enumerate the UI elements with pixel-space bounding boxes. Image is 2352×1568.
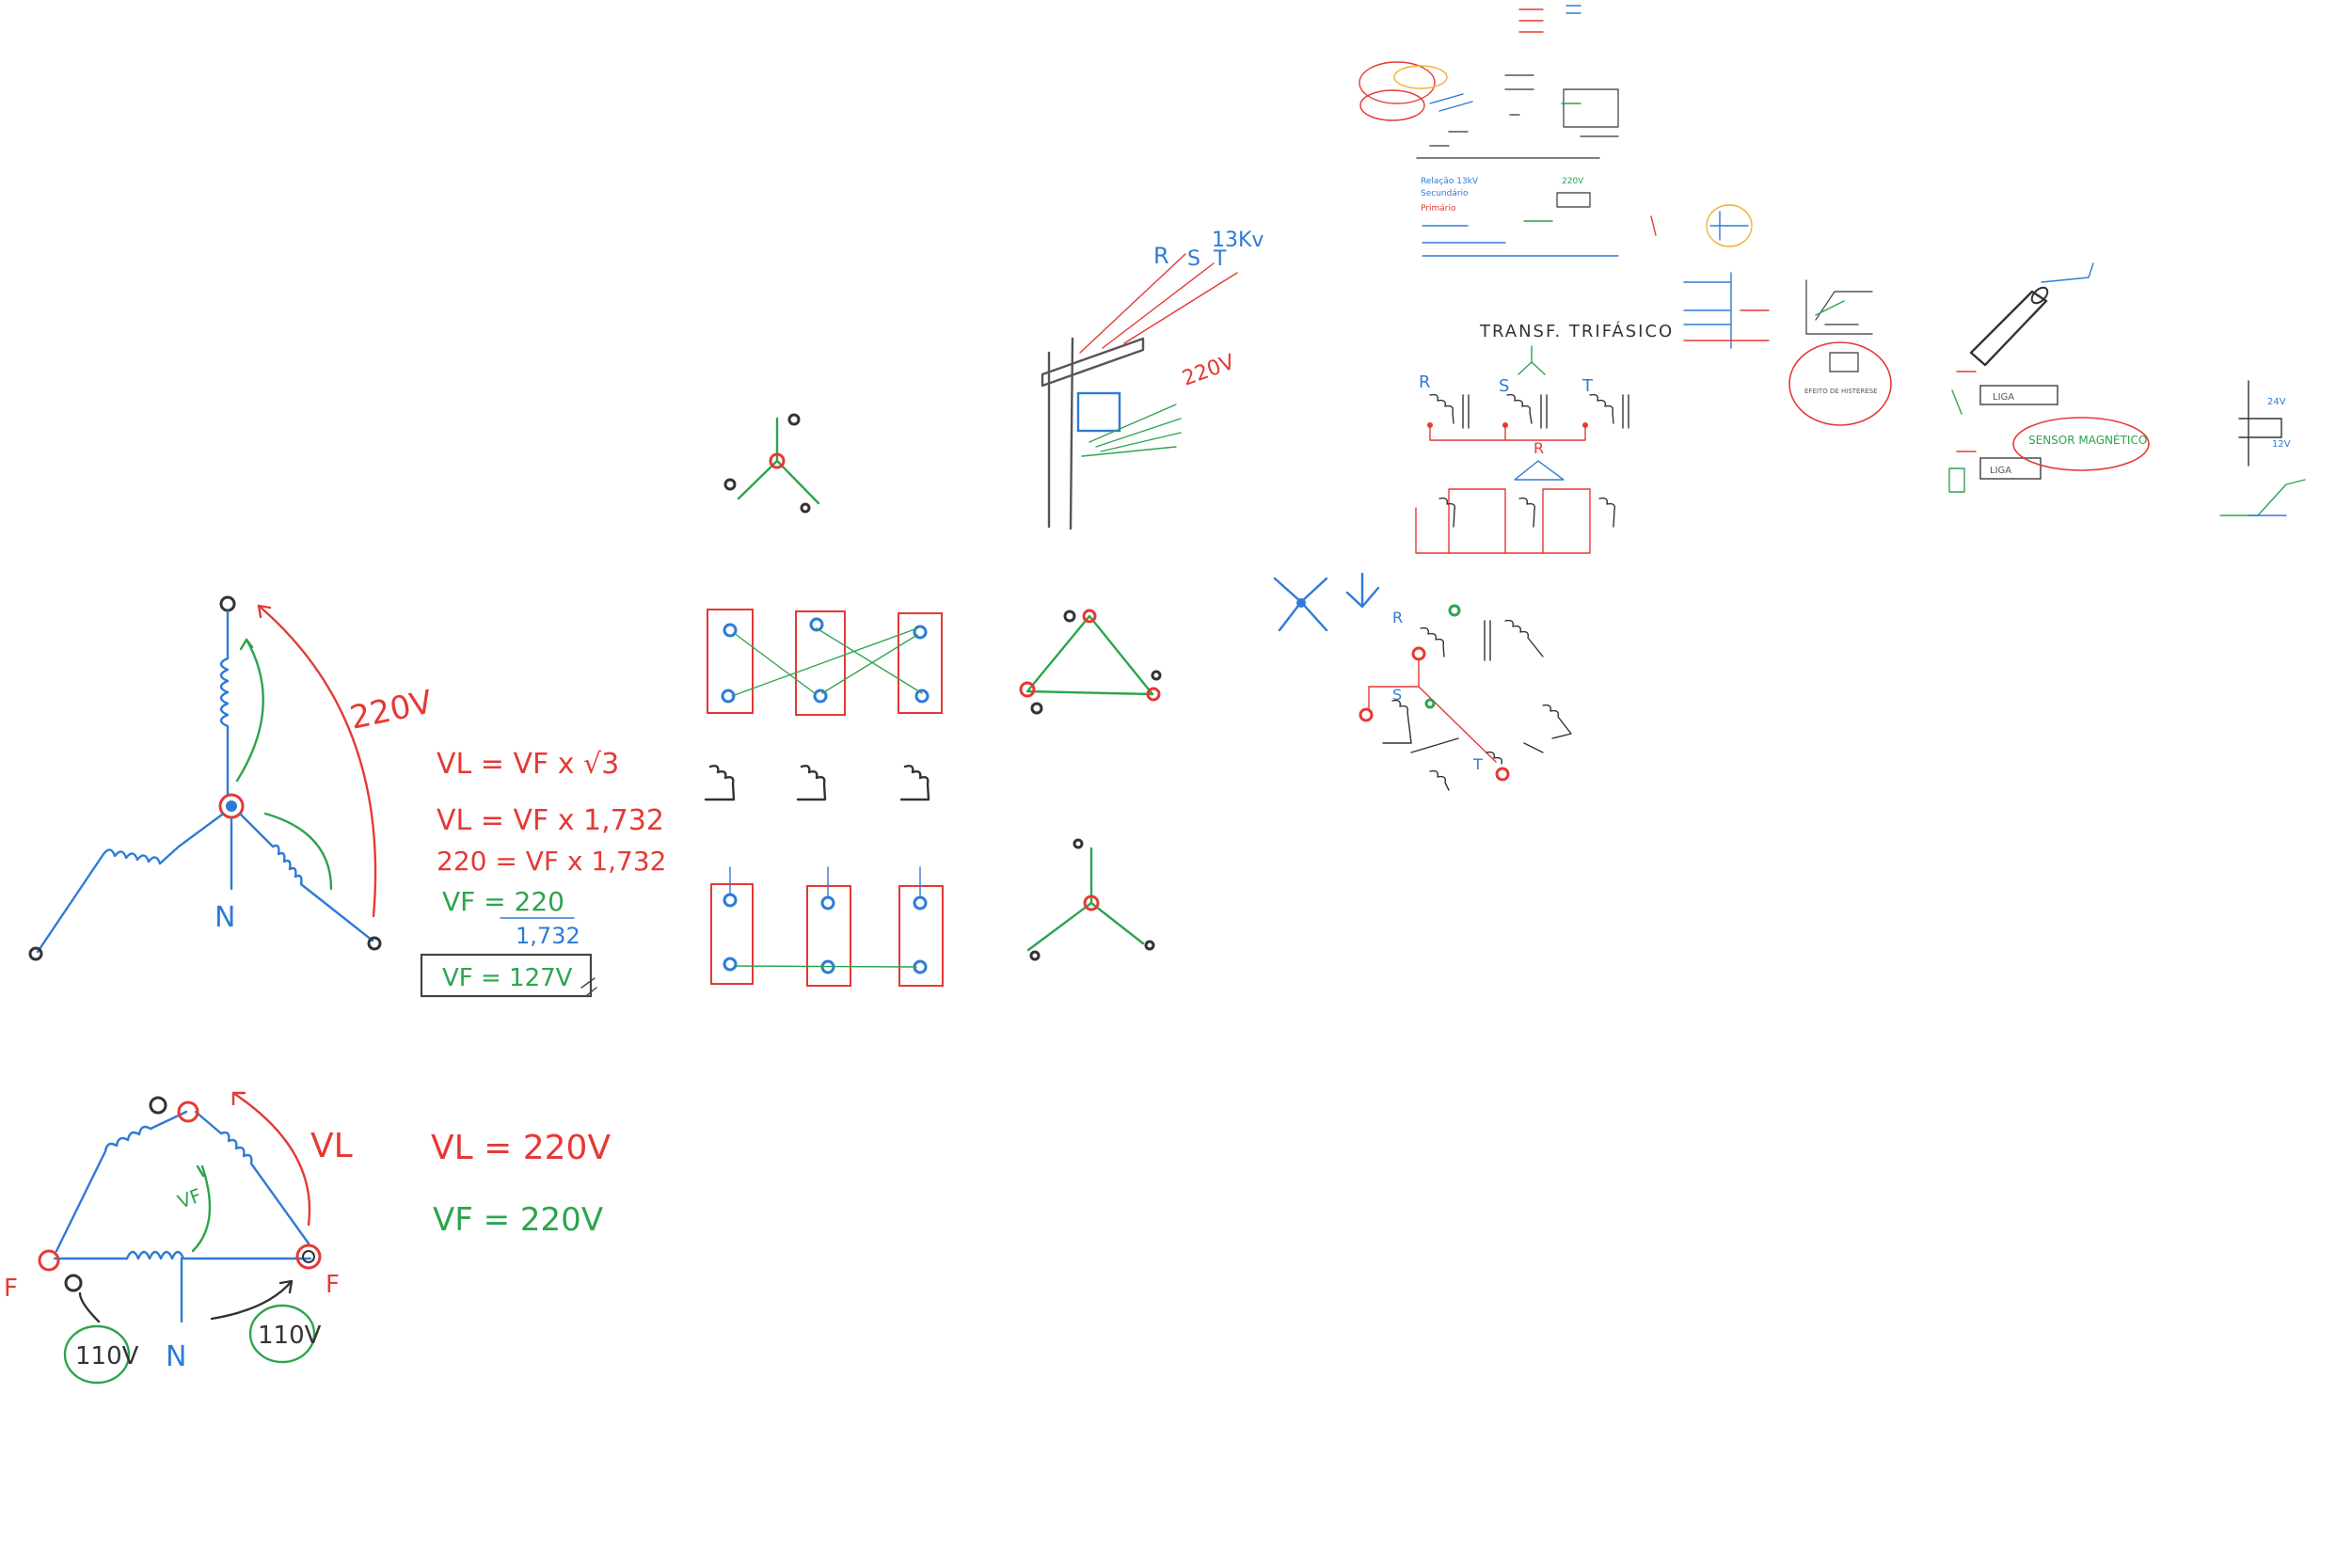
tf-t-label: T [1581, 376, 1594, 396]
hysteresis-bubble [1788, 341, 1892, 426]
delta-connection-diagram: VL VF F F N 110V 110V VL = 220V VF = 220… [4, 1091, 611, 1385]
delta-right-voltage: 110V [258, 1322, 322, 1350]
pole-phase-t: T [1213, 247, 1227, 271]
utility-pole-drawing: R S T 13Kv 220V [1041, 229, 1263, 531]
formula-result-box [420, 953, 593, 998]
sensor-box-2 [1979, 457, 2042, 480]
star-connection-diagram: N 220V [28, 595, 437, 961]
sensor-24v: 24V [2267, 397, 2286, 407]
terminal-block-delta [707, 609, 943, 716]
tf-r-label-2: R [1534, 439, 1544, 457]
small-star-symbol-bottom [1026, 838, 1155, 961]
note-line-2: Secundário [1421, 189, 1469, 198]
delta-vf-value: VF = 220V [433, 1201, 603, 1239]
three-phase-title: TRANSF. TRIFÁSICO [1479, 321, 1674, 341]
pole-hv-label: 13Kv [1212, 229, 1263, 252]
magnetic-sensor-diagram: LIGA LIGA SENSOR MAGNÉTICO 24V 12V [1948, 262, 2306, 516]
formula-vl-sqrt3: VL = VF x √3 [437, 748, 619, 781]
tf-r-label-3: R [1392, 609, 1403, 626]
small-notes-cluster: Relação 13kV Secundário Primário 220V EF… [1359, 5, 1892, 426]
small-star-symbol-top [723, 413, 820, 514]
formula-220: 220 = VF x 1,732 [437, 846, 667, 877]
formula-vf-result: VF = 127V [442, 964, 573, 992]
delta-vl-value: VL = 220V [431, 1129, 611, 1167]
hysteresis-label: EFEITO DE HISTERESE [1804, 388, 1878, 395]
note-line-1: Relação 13kV [1421, 177, 1479, 186]
sensor-box-2-label: LIGA [1990, 466, 2011, 476]
delta-neutral-label: N [166, 1340, 186, 1373]
formula-vl-1732: VL = VF x 1,732 [437, 804, 664, 837]
note-line-4: 220V [1562, 177, 1584, 186]
tf-s-label-2: S [1392, 686, 1402, 704]
neutral-label: N [215, 901, 235, 934]
voltage-formulas: VL = VF x √3 VL = VF x 1,732 220 = VF x … [420, 748, 667, 998]
tf-t-label-2: T [1472, 755, 1483, 773]
delta-triangle-symbol [1019, 609, 1162, 715]
sensor-12v: 12V [2272, 439, 2291, 450]
pole-lv-label: 220V [1180, 351, 1238, 391]
sensor-box-1 [1979, 385, 2058, 405]
delta-right-phase: F [326, 1271, 340, 1299]
sensor-label: SENSOR MAGNÉTICO [2028, 433, 2147, 447]
sensor-box-1-label: LIGA [1993, 392, 2014, 403]
tf-s-label: S [1499, 376, 1509, 396]
delta-left-phase: F [4, 1275, 18, 1303]
star-voltage-label: 220V [347, 683, 437, 736]
pole-phase-s: S [1187, 247, 1200, 271]
three-phase-transformer: TRANSF. TRIFÁSICO R S T R R S T [1273, 321, 1674, 791]
terminal-block-star [710, 866, 944, 987]
coil-symbols-row [704, 765, 930, 801]
delta-vf-label: VF [175, 1184, 205, 1213]
right-voltage-circle [248, 1304, 316, 1364]
note-line-3: Primário [1421, 204, 1456, 214]
left-voltage-circle [63, 1324, 131, 1385]
tf-r-label: R [1419, 372, 1431, 392]
delta-vl-label: VL [310, 1127, 353, 1165]
formula-vf-numerator: VF = 220 [442, 886, 564, 917]
formula-vf-denominator: 1,732 [516, 923, 580, 949]
pole-phase-r: R [1153, 243, 1169, 269]
delta-left-voltage: 110V [75, 1342, 139, 1370]
sensor-bubble [2012, 417, 2150, 471]
